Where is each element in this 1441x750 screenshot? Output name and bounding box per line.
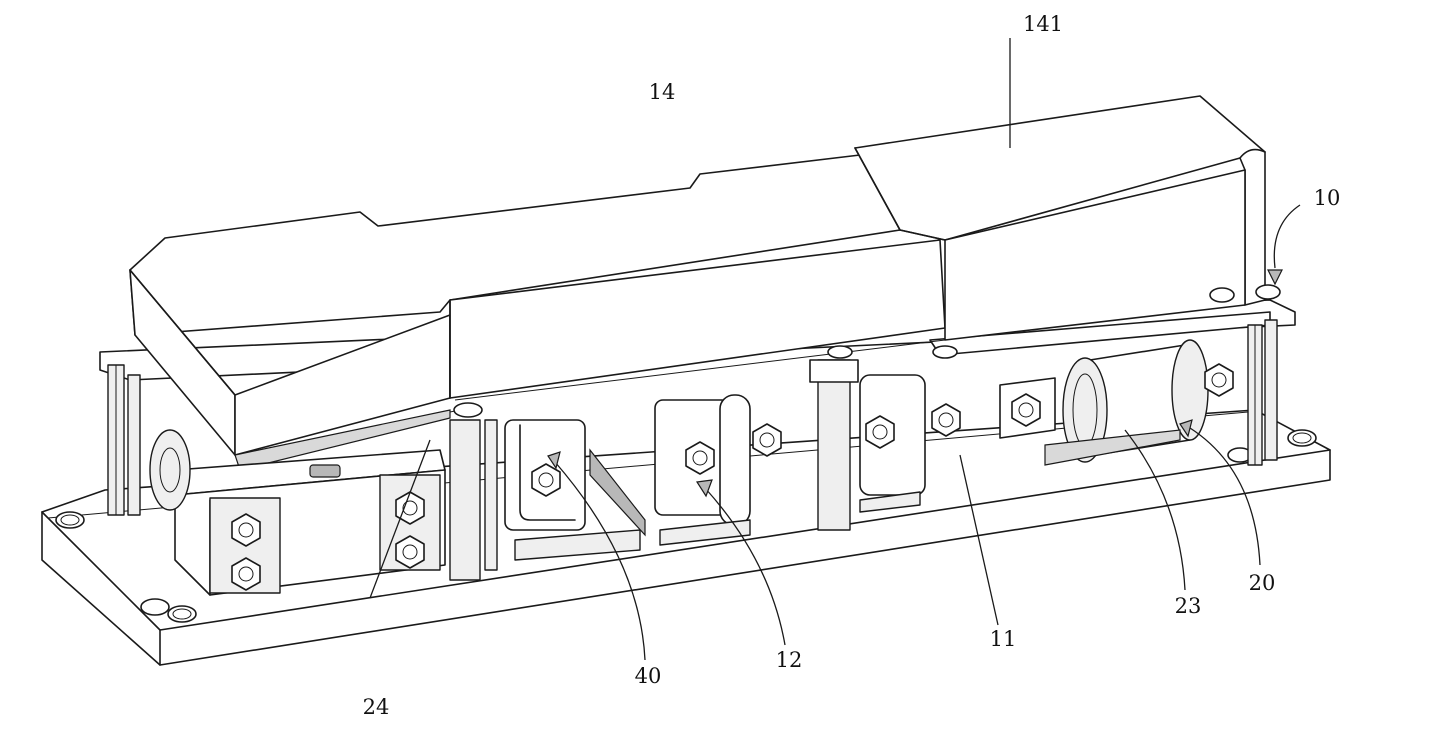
label-14: 14 [649,80,676,104]
label-11: 11 [990,627,1017,651]
label-12: 12 [776,648,803,672]
mount-hole-icon [141,599,169,615]
label-40: 40 [635,664,662,688]
hex-bolt-icon [866,416,894,448]
hex-bolt-icon [396,536,424,568]
hex-bolt-icon [532,464,560,496]
label-10: 10 [1314,186,1341,210]
hex-bolt-icon [1205,364,1233,396]
label-141: 141 [1023,12,1063,36]
hex-bolt-icon [1012,394,1040,426]
leader-arrow-icon [1268,270,1282,284]
hex-bolt-icon [753,424,781,456]
hex-bolt-icon [686,442,714,474]
label-20: 20 [1249,571,1276,595]
label-24: 24 [363,695,390,719]
mount-hole-icon [1288,430,1316,446]
mount-hole-icon [56,512,84,528]
hex-bolt-icon [232,514,260,546]
hex-bolt-icon [232,558,260,590]
label-23: 23 [1175,594,1202,618]
hex-bolt-icon [932,404,960,436]
mount-hole-icon [168,606,196,622]
